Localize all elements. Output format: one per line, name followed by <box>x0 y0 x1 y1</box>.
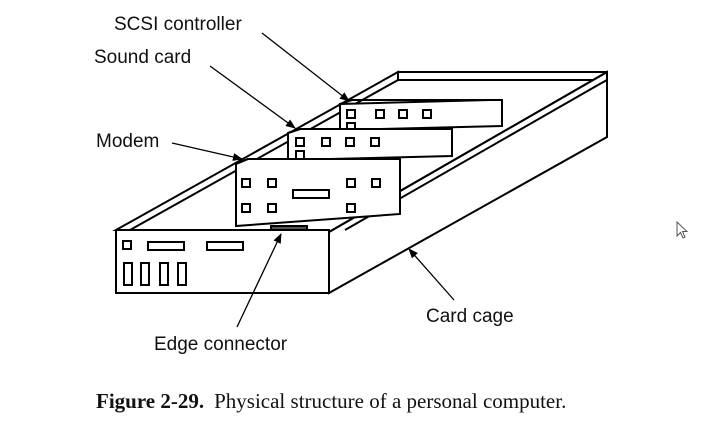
scsi-pointer <box>261 32 350 102</box>
figure-caption-text: Physical structure of a personal compute… <box>214 389 567 413</box>
sound-card <box>287 128 453 162</box>
figure-number: Figure 2-29. <box>96 389 205 413</box>
label-pointers <box>171 32 455 328</box>
scsi-controller-card <box>339 99 503 132</box>
sound-card-pointer <box>209 65 296 129</box>
figure-caption: Figure 2-29. Physical structure of a pers… <box>96 389 566 414</box>
mouse-pointer-icon <box>676 221 689 239</box>
edge-connector-pointer <box>236 233 282 328</box>
card-cage-label: Card cage <box>426 306 514 327</box>
sound-card-label: Sound card <box>94 47 191 68</box>
edge-connector-label: Edge connector <box>154 334 288 355</box>
modem-label: Modem <box>96 131 159 152</box>
modem-card <box>235 158 401 233</box>
card-cage-pointer <box>408 248 455 301</box>
scsi-controller-label: SCSI controller <box>114 14 242 35</box>
modem-pointer <box>171 142 243 161</box>
card-cage-front <box>115 229 330 294</box>
